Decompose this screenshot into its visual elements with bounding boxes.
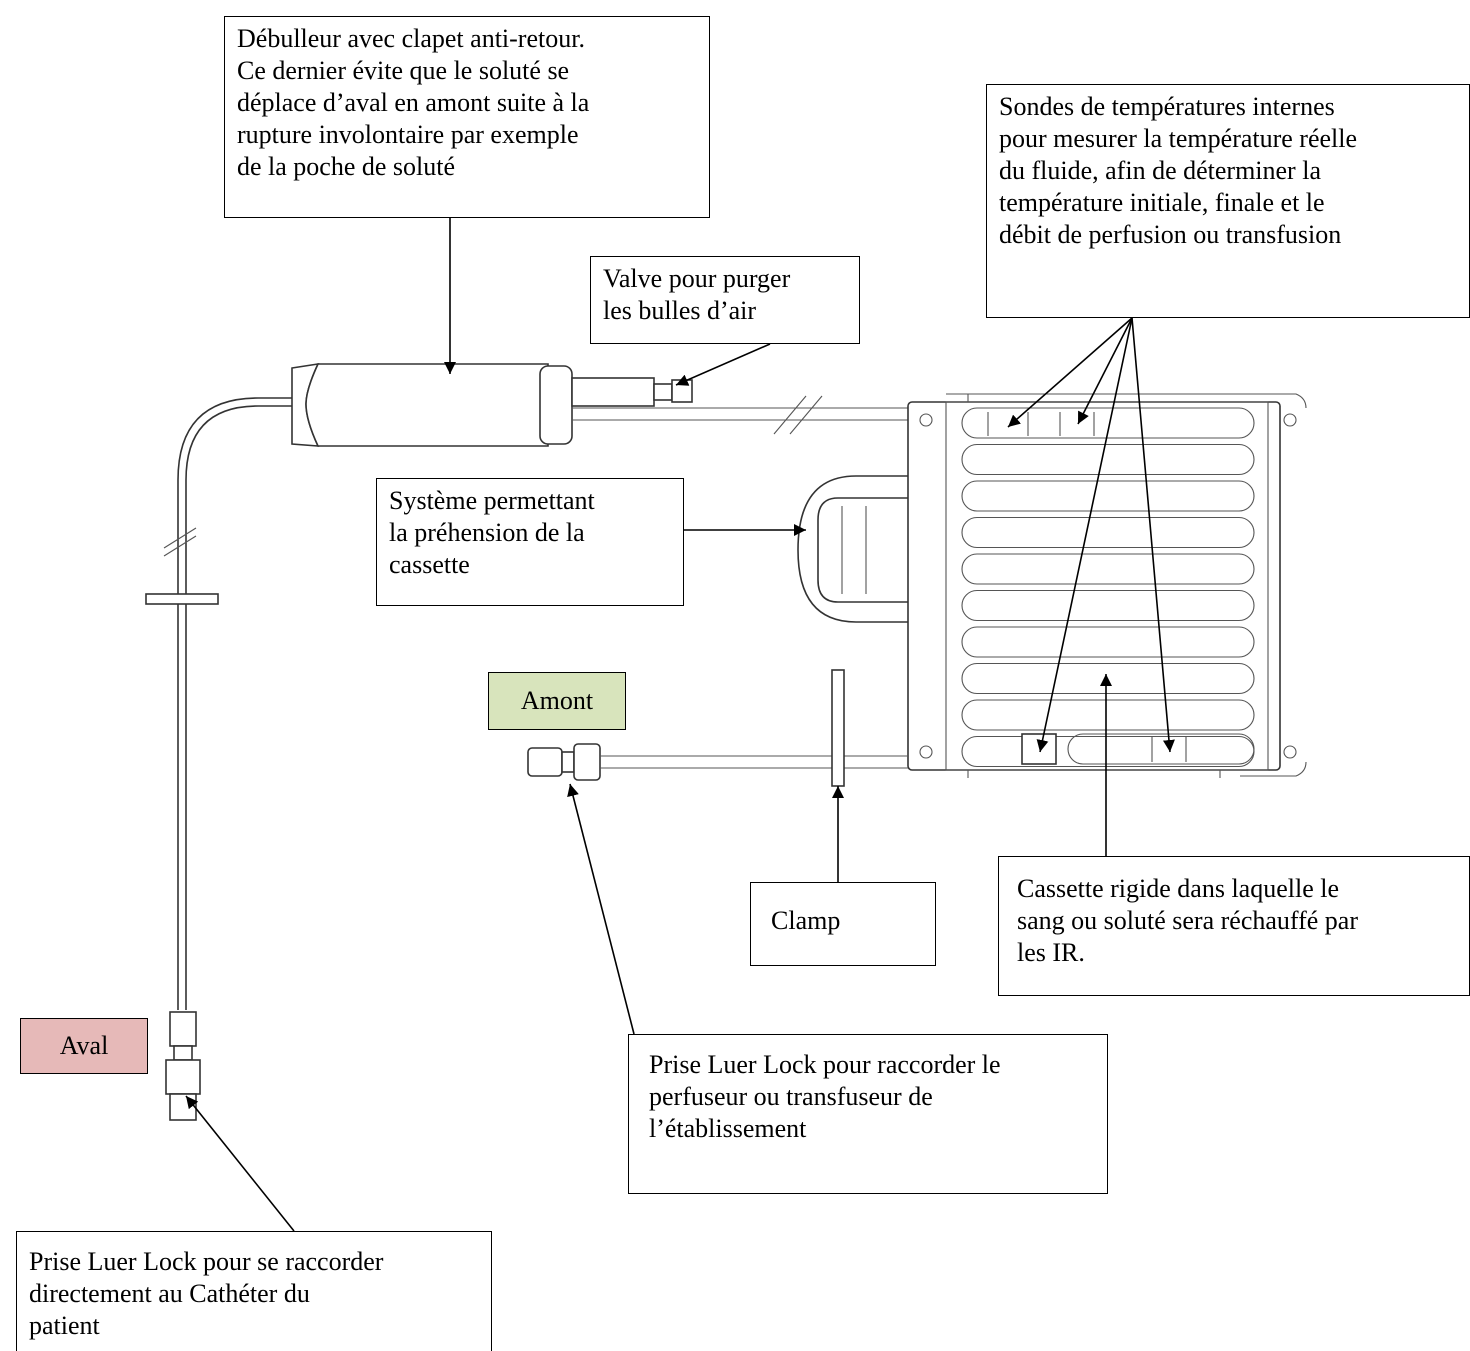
callout-luer-aval: Prise Luer Lock pour se raccorder direct… — [16, 1231, 492, 1351]
cassette-tubing — [572, 395, 908, 435]
arrows — [185, 218, 1175, 1232]
upstream-line — [527, 669, 908, 787]
callout-sondes: Sondes de températures internes pour mes… — [986, 84, 1470, 318]
coil-loop — [961, 589, 1255, 622]
aval-tag: Aval — [20, 1018, 148, 1074]
coil-loop — [961, 407, 1255, 439]
coil-loop — [961, 516, 1255, 549]
callout-systeme: Système permettant la préhension de la c… — [376, 478, 684, 606]
coil-loop — [961, 699, 1255, 731]
clamp-bar — [831, 669, 845, 787]
cassette — [907, 393, 1307, 778]
coil-loop — [961, 443, 1255, 476]
callout-debulleur: Débulleur avec clapet anti-retour. Ce de… — [224, 16, 710, 218]
coil-loop — [961, 480, 1255, 512]
downstream-tubing — [145, 397, 292, 1121]
callout-cassette: Cassette rigide dans laquelle le sang ou… — [998, 856, 1470, 996]
bubble-trap — [291, 362, 693, 447]
coil-loop — [961, 553, 1255, 585]
callout-luer-amont: Prise Luer Lock pour raccorder le perfus… — [628, 1034, 1108, 1194]
handle — [797, 475, 908, 623]
coil-loop — [961, 626, 1255, 658]
cassette-coils — [961, 407, 1255, 768]
amont-tag: Amont — [488, 672, 626, 730]
callout-valve: Valve pour purger les bulles d’air — [590, 256, 860, 344]
coil-loop-outlet — [1067, 733, 1255, 765]
coil-loop — [961, 662, 1255, 695]
callout-clamp: Clamp — [750, 882, 936, 966]
